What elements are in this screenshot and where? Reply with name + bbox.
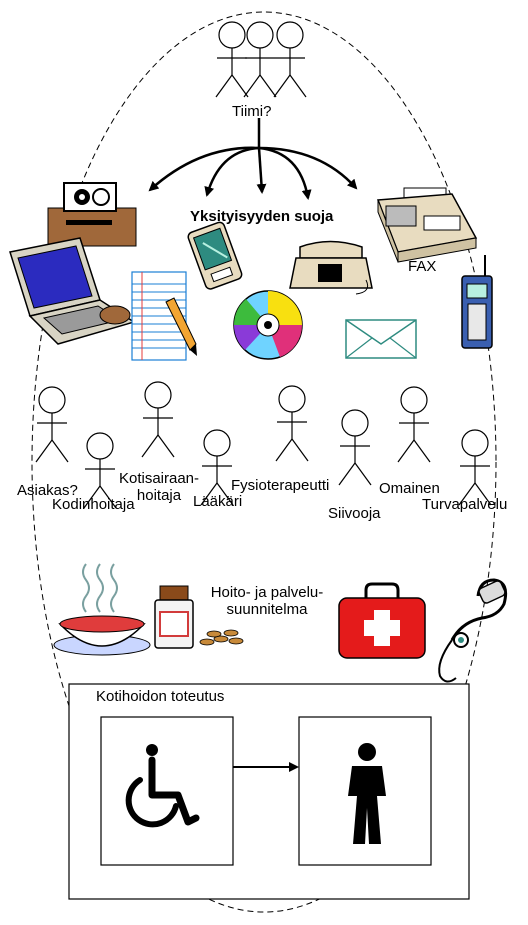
team-figures: [215, 21, 307, 98]
stick-figure-icon: [273, 21, 307, 98]
implementation-title: Kotihoidon toteutus: [96, 688, 225, 705]
medicine-bottle-icon: [154, 585, 194, 649]
pills-icon: [199, 629, 244, 646]
notepad-icon: [131, 271, 197, 361]
walking-person-icon: [348, 743, 386, 844]
telephone-icon: [289, 240, 373, 295]
role-kotisairaanhoitaja: Kotisairaan- hoitaja: [118, 470, 200, 504]
stick-figure-icon: [338, 409, 372, 486]
fax-label: FAX: [408, 258, 437, 275]
laptop-icon: [9, 237, 136, 345]
current-state-box: [100, 716, 234, 866]
projector-icon: [47, 182, 137, 247]
role-kodinhoitaja: Kodinhoitaja: [52, 496, 135, 513]
soup-bowl-icon: [53, 563, 151, 656]
stick-figure-icon: [35, 386, 69, 463]
role-asiakas: Asiakas?: [17, 482, 78, 499]
stick-figure-icon: [243, 21, 277, 98]
role-fysioterapeutti: Fysioterapeutti: [231, 477, 330, 494]
stick-figure-icon: [215, 21, 249, 98]
stick-figure-icon: [275, 385, 309, 462]
cd-icon: [233, 290, 303, 360]
role-turvapalvelu: Turvapalvelu: [422, 496, 508, 513]
wheelchair-icon: [125, 744, 200, 828]
role-laakari: Lääkäri: [193, 493, 243, 510]
stick-figure-icon: [397, 386, 431, 463]
team-label: Tiimi?: [232, 103, 272, 120]
fax-icon: [376, 187, 478, 263]
role-omainen: Omainen: [379, 480, 440, 497]
care-plan-label: Hoito- ja palvelu- suunnitelma: [210, 584, 324, 618]
mobile-phone-icon: [461, 255, 493, 349]
team-boundary: [31, 11, 497, 913]
first-aid-kit-icon: [338, 582, 426, 659]
privacy-label: Yksityisyyden suoja: [190, 208, 334, 225]
team-arrows: [148, 118, 358, 200]
envelope-icon: [345, 319, 417, 359]
stick-figure-icon: [141, 381, 175, 458]
stick-figure-icon: [458, 429, 492, 506]
pda-icon: [187, 221, 243, 290]
stethoscope-icon: [438, 578, 508, 683]
role-siivooja: Siivooja: [328, 505, 381, 522]
